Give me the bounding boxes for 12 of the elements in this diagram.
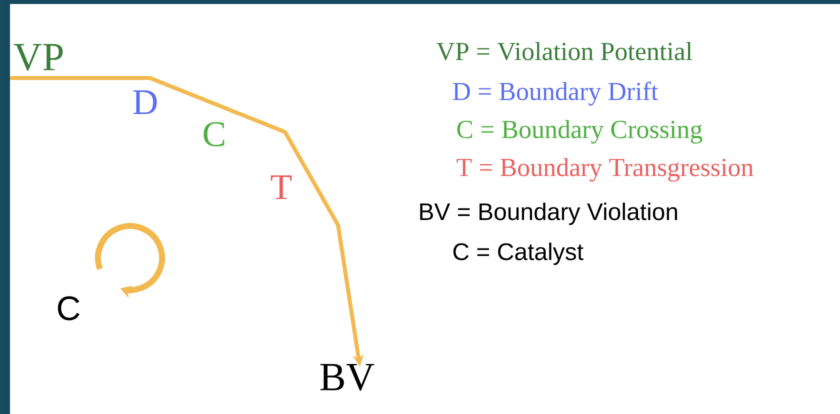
legend-entry: T = Boundary Transgression [456, 158, 754, 182]
endpoint-label: BV [320, 364, 374, 391]
legend-entry: BV = Boundary Violation [420, 202, 678, 225]
legend-entry: C = Boundary Crossing [457, 120, 702, 144]
catalyst-label: C [58, 296, 80, 320]
line-label: C [204, 122, 224, 146]
legend-entry: C = Catalyst [453, 242, 584, 265]
legend-entry: D = Boundary Drift [452, 82, 658, 106]
legend-entry: VP = Violation Potential [436, 42, 692, 60]
endpoint-label: VP [14, 44, 63, 71]
line-label: T [270, 175, 292, 199]
line-label: D [133, 90, 157, 114]
